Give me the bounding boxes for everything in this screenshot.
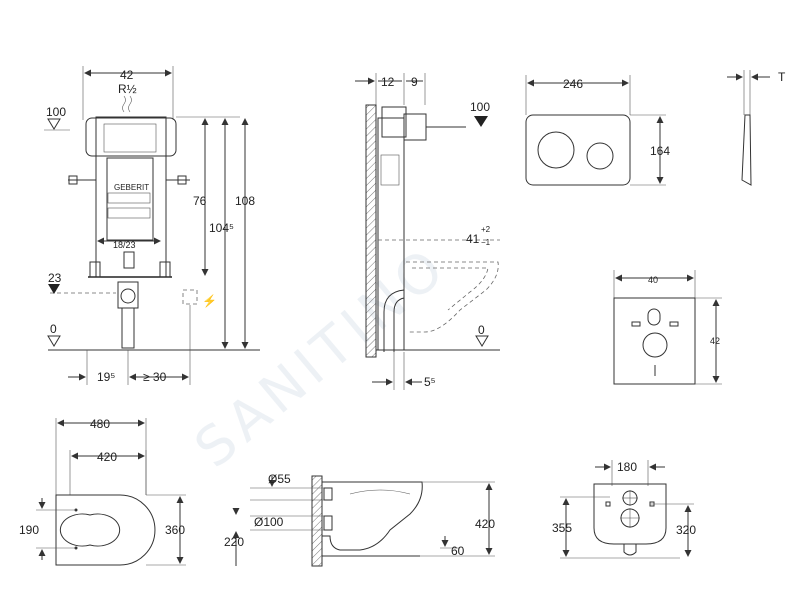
flush-button-small [586,142,614,170]
mat-width-label: 40 [648,275,658,285]
frame-connection-label: R½ [118,82,137,96]
bowl-outline [55,494,156,566]
frame-height-108: 108 [235,194,255,208]
frame-side-view: 12 9 100 41 +2 −1 0 5⁵ [355,73,500,390]
frame-brand-label: GEBERIT [114,183,149,192]
flush-plate-view: 246 164 T [525,70,786,186]
bowl-width-420: 420 [97,450,117,464]
bowl-d55: Ø55 [268,472,291,486]
bowl-width-480: 480 [90,417,110,431]
frame-front-view: 42 R½ GEBERIT 18/23 ⚡ 100 [44,66,260,385]
bowl-back-outline [593,483,667,545]
frame-height-76: 76 [193,194,207,208]
bowl-side-view: Ø55 Ø100 220 420 60 [224,472,495,567]
frame-outlet-label: 18/23 [113,240,136,250]
side-level-0: 0 [478,323,485,337]
side-dim-9: 9 [411,75,418,89]
mat-height-label: 42 [710,336,720,346]
plate-thickness-label: T [778,70,786,84]
plate-width-label: 246 [563,77,583,91]
bowl-depth-360: 360 [165,523,185,537]
power-symbol-icon: ⚡ [202,294,217,308]
back-w180: 180 [617,460,637,474]
side-dim-5: 5⁵ [424,375,436,389]
frame-height-104: 104⁵ [209,221,234,235]
bowl-profile [322,481,423,551]
side-level-41: 41 [466,232,480,246]
frame-offset-19: 19⁵ [97,370,115,384]
side-tol-minus: −1 [481,238,491,247]
bowl-top-view: 480 420 190 360 [19,417,186,566]
bowl-d100: Ø100 [254,515,284,529]
bowl-back-view: 180 355 320 [552,460,696,559]
bowl-h220: 220 [224,535,244,549]
bowl-h420: 420 [475,517,495,531]
frame-offset-30: ≥ 30 [143,370,167,384]
frame-width-label: 42 [120,68,134,82]
back-h320: 320 [676,523,696,537]
frame-level-top: 100 [46,105,66,119]
bowl-h60: 60 [451,544,465,558]
frame-level-0: 0 [50,322,57,336]
flush-plate [525,114,631,186]
frame-level-23: 23 [48,271,62,285]
watermark-text: SANITINO [183,233,460,479]
flush-button-large [537,131,575,169]
mat-view: 40 42 [613,270,722,385]
bowl-depth-190: 190 [19,523,39,537]
plate-height-label: 164 [650,144,670,158]
back-h355: 355 [552,521,572,535]
side-level-100: 100 [470,100,490,114]
side-tol-plus: +2 [481,225,491,234]
sound-mat [613,297,696,385]
side-dim-12: 12 [381,75,395,89]
